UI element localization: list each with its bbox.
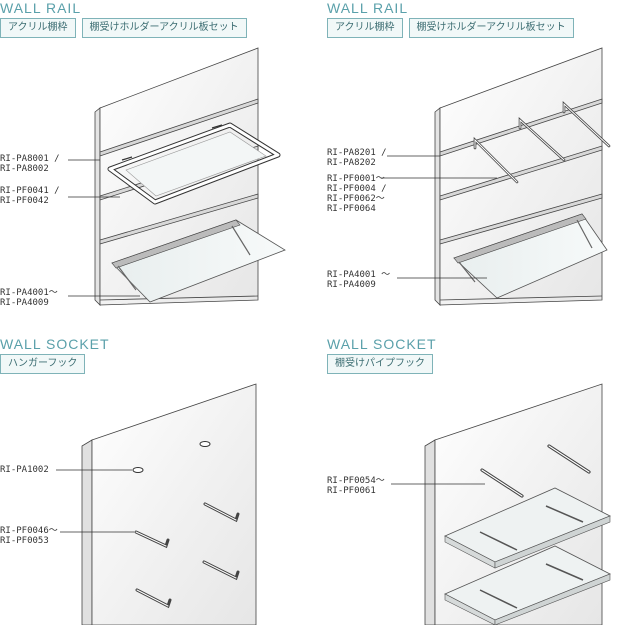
panel-title: WALL SOCKET [0,336,110,352]
pipe-hooks-highlight [474,102,610,183]
part-label-rail-number: RI-PA8001 / RI-PA8002 [0,154,60,174]
part-label-socket: RI-PA1002 [0,465,49,475]
panel-wall-socket-hanger: WALL SOCKET ハンガーフック [0,336,300,636]
glass-shelf [111,219,286,303]
wall-socket-hanger-illustration [56,383,257,625]
part-label-hook-holder: RI-PF0001〜 RI-PF0004 / RI-PF0062〜 RI-PF0… [327,174,387,214]
tag-holder-acrylic-set[interactable]: 棚受けホルダーアクリル板セット [81,18,247,38]
tag-row: 棚受けパイプフック [327,354,433,374]
hanger-hooks [134,502,240,609]
panel-wall-socket-pipe: WALL SOCKET 棚受けパイプフック [327,336,627,636]
part-label-pipe-hook: RI-PF0054〜 RI-PF0061 [327,476,385,496]
part-label-acrylic-set: RI-PA4001 〜 RI-PA4009 [327,270,391,290]
tag-holder-acrylic-set[interactable]: 棚受けホルダーアクリル板セット [408,18,574,38]
panel-title: WALL RAIL [0,0,82,16]
glass-shelf [453,213,608,299]
part-label-rail-number: RI-PA8201 / RI-PA8202 [327,148,387,168]
tag-row: アクリル棚枠 棚受けホルダーアクリル板セット [0,18,247,38]
panel-title: WALL RAIL [327,0,409,16]
glass-shelves [444,487,611,625]
tag-acrylic-frame[interactable]: アクリル棚枠 [0,18,76,38]
acrylic-frame-shelf [107,122,281,205]
tag-row: アクリル棚枠 棚受けホルダーアクリル板セット [327,18,574,38]
tag-row: ハンガーフック [0,354,86,374]
tag-pipe-hook[interactable]: 棚受けパイプフック [327,354,433,374]
part-label-frame-holder: RI-PF0041 / RI-PF0042 [0,186,60,206]
wall-rail-illustration [68,47,286,306]
pipe-hook-pegs [480,444,591,498]
panel-wall-rail-hooks: WALL RAIL アクリル棚枠 棚受けホルダーアクリル板セット [327,0,627,306]
wall-rail-hook-illustration [381,47,611,306]
panel-wall-rail-acrylic-frame: WALL RAIL アクリル棚枠 棚受けホルダーアクリル板セット [0,0,300,308]
part-label-hanger-hook: RI-PF0046〜 RI-PF0053 [0,526,58,546]
wall-socket-pipe-illustration [391,383,611,625]
tag-hanger-hook[interactable]: ハンガーフック [0,354,86,374]
tag-acrylic-frame[interactable]: アクリル棚枠 [327,18,403,38]
part-label-acrylic-set: RI-PA4001〜 RI-PA4009 [0,288,58,308]
panel-title: WALL SOCKET [327,336,437,352]
